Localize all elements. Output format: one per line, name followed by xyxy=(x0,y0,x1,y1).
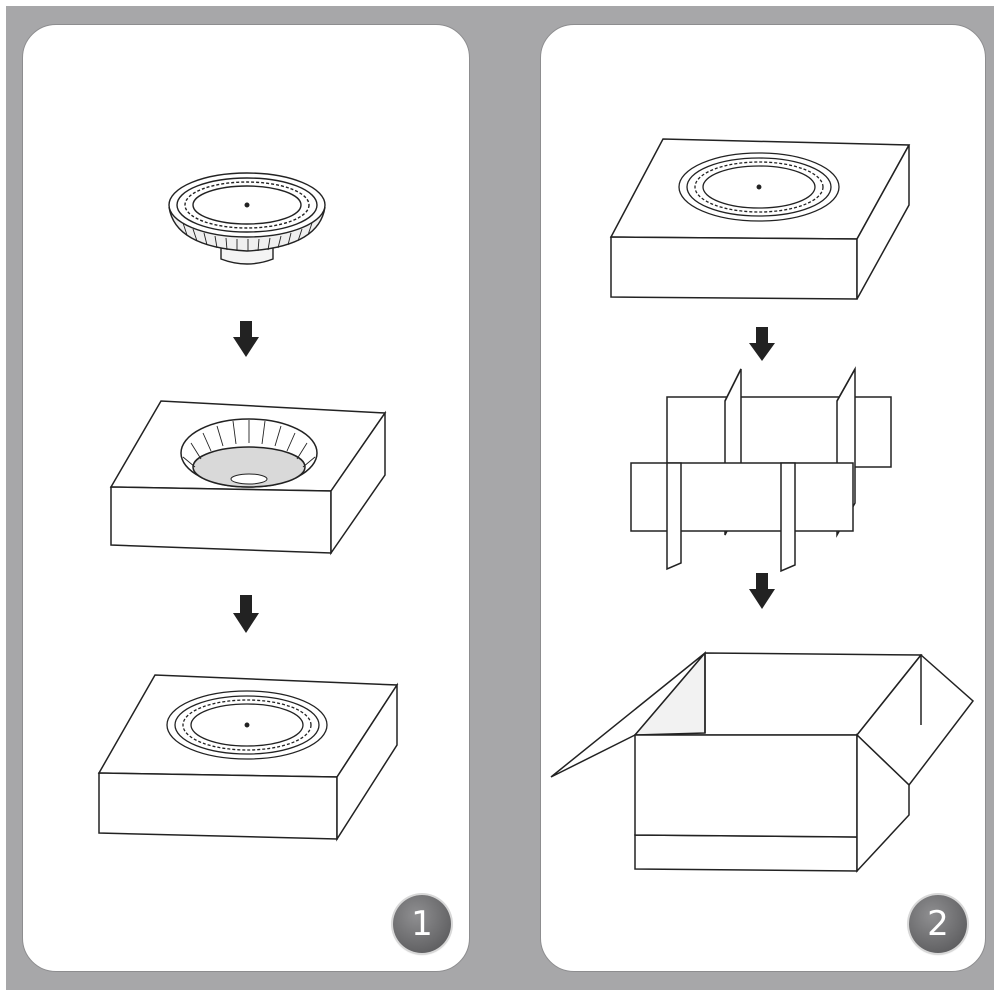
down-arrow-icon xyxy=(233,321,259,357)
cardboard-divider-icon xyxy=(630,366,892,573)
step-2-illustration xyxy=(550,138,975,873)
packed-foam-box-icon xyxy=(97,674,399,842)
step-2-panel: 2 xyxy=(540,24,986,972)
step-number-badge: 1 xyxy=(393,895,451,953)
foam-box-icon xyxy=(109,400,387,556)
down-arrow-icon xyxy=(749,573,775,609)
step-1-illustration xyxy=(97,172,399,842)
step-number-badge: 2 xyxy=(909,895,967,953)
open-carton-icon xyxy=(550,650,975,873)
step-1-panel: 1 xyxy=(22,24,470,972)
down-arrow-icon xyxy=(233,595,259,633)
packed-foam-box-icon xyxy=(609,138,911,300)
ufo-high-bay-lamp-icon xyxy=(168,172,326,265)
instruction-frame: 1 xyxy=(6,6,994,990)
down-arrow-icon xyxy=(749,327,775,361)
